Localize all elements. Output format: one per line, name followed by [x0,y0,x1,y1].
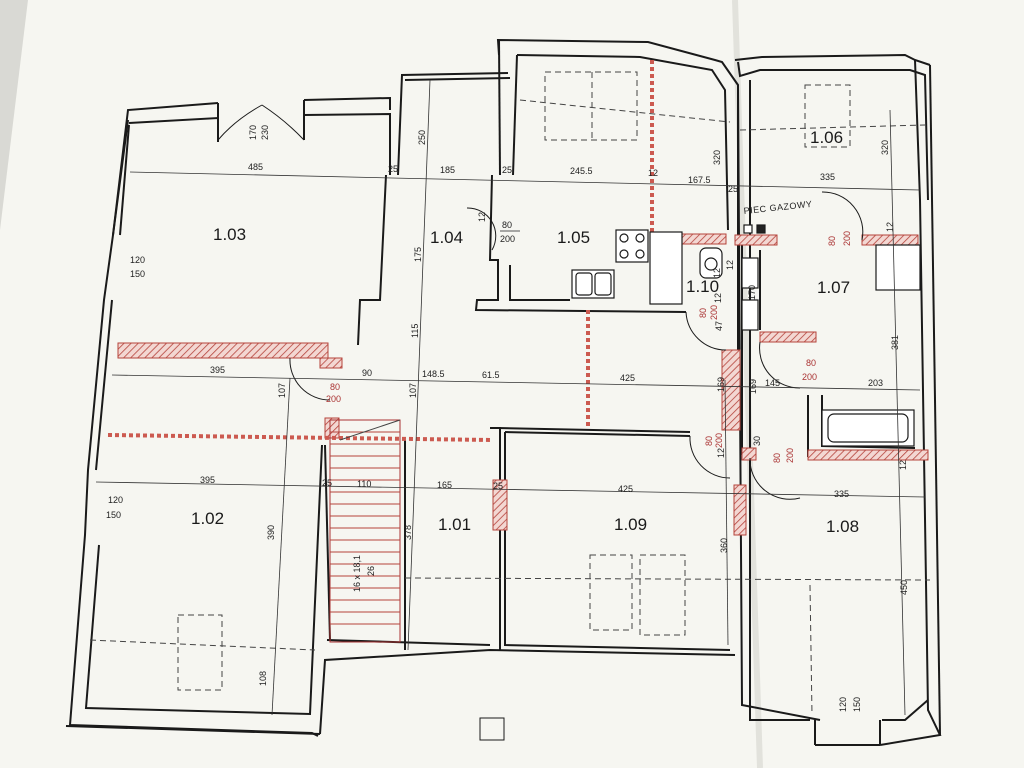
dim-108: 108 [258,671,268,686]
room-1-09: 1.09 [614,515,647,534]
dim-25: 25 [502,165,512,175]
dim-61-5: 61.5 [482,370,500,380]
dim-381: 381 [890,335,900,350]
dim-175: 175 [413,247,423,262]
room-1-07: 1.07 [817,278,850,297]
dim-167-5: 167.5 [688,175,711,185]
dim-25: 25 [322,478,332,488]
dim-107: 107 [277,383,287,398]
dim-203: 203 [868,378,883,388]
dim-25: 25 [728,184,738,194]
door-1-07-height: 200 [842,231,852,246]
dim-12: 12 [725,260,735,270]
room-1-05: 1.05 [557,228,590,247]
dim-165: 165 [437,480,452,490]
dim-145: 145 [765,378,780,388]
room-1-01: 1.01 [438,515,471,534]
dim-360: 360 [719,538,729,553]
door-1-09-height: 200 [714,433,724,448]
dim-485: 485 [248,162,263,172]
dim-335: 335 [834,489,849,499]
dim-120: 120 [838,697,848,712]
door-1-08-width: 80 [772,453,782,463]
dimension-lines [95,79,926,716]
door-1-07b-width: 80 [806,358,816,368]
dim-150: 150 [852,697,862,712]
dim-47: 47 [714,321,724,331]
dim-90: 90 [362,368,372,378]
dim-12: 12 [885,222,895,232]
dim-12: 12 [712,268,722,278]
dim-12: 12 [713,293,723,303]
dim-395: 395 [210,365,225,375]
dim-425: 425 [618,484,633,494]
door-1-07b-height: 200 [802,372,817,382]
dim-12: 12 [898,460,908,470]
door-1-03-width: 80 [330,382,340,392]
dim-120: 120 [108,495,123,505]
dim-107: 107 [408,383,418,398]
dim-110: 110 [357,479,371,489]
dim-378: 378 [403,525,413,540]
dim-170: 170 [248,125,258,140]
dim-115: 115 [410,324,420,338]
dim-390: 390 [266,525,276,540]
dim-170: 170 [747,285,757,300]
dim-12: 12 [648,168,658,178]
dim-250: 250 [417,130,427,145]
dim-148-5: 148.5 [422,369,445,379]
dim-320: 320 [712,150,722,165]
door-1-04-width: 80 [502,220,512,230]
door-1-04-height: 200 [500,234,515,244]
dim-245-5: 245.5 [570,166,593,176]
dim-30: 30 [752,436,762,446]
door-1-07-width: 80 [827,236,837,246]
demolition-lines [107,60,654,442]
dim-450: 450 [899,580,909,595]
staircase [329,419,401,643]
room-1-02: 1.02 [191,509,224,528]
dim-12: 12 [716,448,726,458]
stairs-label: 16 x 18,1 [352,555,362,592]
door-1-10-height: 200 [709,305,719,320]
dim-169: 169 [748,379,758,394]
door-1-03-height: 200 [326,394,341,404]
room-1-10: 1.10 [686,277,719,296]
dim-395: 395 [200,475,215,485]
walls [65,38,942,746]
dim-25: 25 [388,164,398,174]
kitchen-fixtures [571,224,921,447]
dim-120: 120 [130,255,145,265]
door-1-10-width: 80 [698,308,708,318]
dim-425: 425 [620,373,635,383]
room-1-03: 1.03 [213,225,246,244]
dim-25: 25 [493,481,503,491]
door-1-09-width: 80 [704,436,714,446]
door-1-08-height: 200 [785,448,795,463]
dim-169: 169 [716,377,726,392]
dim-185: 185 [440,165,455,175]
dim-12: 12 [477,212,487,222]
stairs-depth-label: 26 [366,566,376,576]
room-1-04: 1.04 [430,228,463,247]
new-walls [117,233,929,536]
dim-335: 335 [820,172,835,182]
room-1-06: 1.06 [810,128,843,147]
door-swings [217,104,864,741]
dim-150: 150 [130,269,145,279]
dim-320: 320 [880,140,890,155]
sink [571,269,615,299]
bathtub [821,409,915,447]
dim-150: 150 [106,510,121,520]
room-1-08: 1.08 [826,517,859,536]
overhead-lines [89,71,931,716]
dim-230: 230 [260,125,270,140]
tile-heater [649,231,683,305]
